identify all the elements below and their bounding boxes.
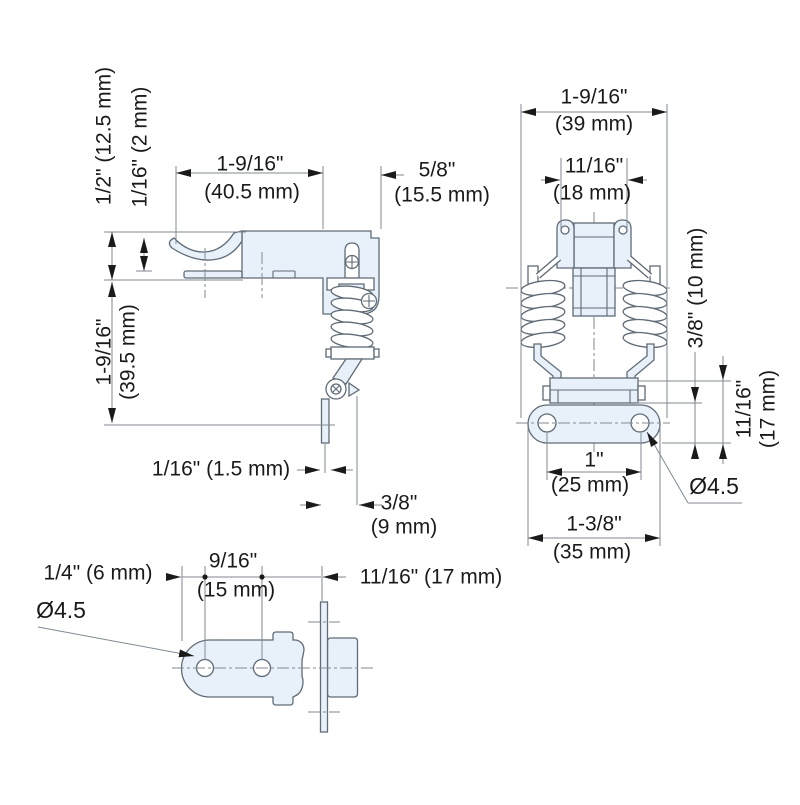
body-bottom-notch: [272, 270, 296, 278]
dim-label: 1-9/16": [561, 86, 628, 109]
dim-label: (9 mm): [371, 516, 438, 539]
dim-label: (40.5 mm): [204, 181, 300, 204]
side-view: 1-9/16" (40.5 mm) 5/8" (15.5 mm) 1/2" (1…: [93, 67, 490, 539]
dim-label: 11/16": [733, 380, 756, 438]
dim-label: 1-3/8": [566, 513, 621, 536]
dim-side-height-upper: 1/2" (12.5 mm): [93, 67, 246, 281]
lower-bracket-tab-left: [325, 348, 332, 358]
hole-diameter-label: Ø4.5: [689, 473, 739, 499]
dim-front-keeper-height: 3/8" (10 mm): [636, 228, 731, 459]
dim-side-top-width: 1-9/16" (40.5 mm): [175, 153, 382, 244]
lever-arm: [332, 358, 364, 385]
brace-right-inner: [627, 256, 652, 278]
dim-label: 1": [584, 449, 603, 472]
screw-cross-icon: [346, 256, 358, 268]
front-view: 1-9/16" (39 mm) 11/16" (18 mm) 3/8" (10 …: [506, 86, 780, 564]
dim-label: 5/8": [419, 159, 456, 182]
spring-anchor-left: [527, 265, 539, 285]
dim-label: (15 mm): [197, 579, 275, 602]
bottom-view: 1/4" (6 mm) 9/16" (15 mm) 11/16" (17 mm)…: [36, 550, 502, 733]
dim-dot: [202, 574, 208, 580]
base-plate: [527, 404, 661, 444]
dim-side-plate-thickness: 1/16" (2 mm): [129, 87, 152, 272]
dim-side-height-lower: 1-9/16" (39.5 mm): [93, 282, 335, 426]
lower-bracket-tab-right: [373, 348, 380, 358]
dim-label: (25 mm): [551, 474, 629, 497]
lever-tab: [348, 381, 361, 398]
dim-label: (39.5 mm): [117, 304, 140, 400]
dim-side-offset-right: 5/8" (15.5 mm): [381, 159, 490, 207]
dim-label: 9/16": [209, 550, 257, 573]
dim-dot: [259, 574, 265, 580]
front-view-latch-part: [506, 212, 670, 452]
front-spring-coil-right: [622, 279, 668, 349]
dim-bottom-hole-spacing: 9/16" (15 mm): [182, 550, 321, 660]
dim-label: 3/8": [381, 492, 418, 515]
bottom-view-base-part: [172, 601, 374, 733]
front-spring-coil-left: [520, 279, 566, 349]
wire-arm-right: [626, 343, 655, 382]
dim-front-width-keeper: 11/16" (18 mm): [541, 155, 647, 230]
dim-side-lever-offset: 3/8" (9 mm): [300, 492, 437, 539]
dim-label: 1/2" (12.5 mm): [93, 67, 116, 205]
keeper-roll-right: [637, 385, 646, 401]
keeper-details: [550, 389, 638, 403]
pivot-block: [572, 267, 616, 317]
spring-anchor-cross-icon: [363, 295, 375, 307]
dim-front-base-length: 1-3/8" (35 mm): [527, 427, 661, 564]
dim-label: 11/16": [565, 155, 623, 178]
catch-tail-plate: [183, 270, 243, 279]
dim-label: 11/16" (17 mm): [360, 566, 502, 589]
dim-label: 1/16" (2 mm): [129, 87, 152, 208]
dim-label: 1-9/16": [93, 319, 116, 386]
spring-anchor-right: [649, 265, 661, 285]
striker-strip: [320, 398, 330, 444]
flange-plate-edge: [319, 601, 329, 733]
pivot-cross-icon: [332, 385, 340, 393]
tab-roll-left-icon: [560, 225, 570, 235]
dim-label: 1/16" (1.5 mm): [152, 458, 290, 481]
dim-front-base-height: 11/16" (17 mm): [719, 356, 780, 464]
brace-left-inner: [536, 256, 561, 278]
dim-label: (15.5 mm): [394, 184, 490, 207]
bracket-plate: [573, 222, 615, 269]
dim-front-width-overall: 1-9/16" (39 mm): [520, 86, 668, 418]
dim-label: 1-9/16": [217, 153, 284, 176]
dim-label: (18 mm): [553, 182, 631, 205]
dim-side-strip-gap: 1/16" (1.5 mm): [152, 444, 353, 481]
dim-bottom-depth: 11/16" (17 mm): [321, 566, 502, 601]
flange-centerline-ticks: [308, 621, 340, 713]
spring-lower-bracket: [330, 346, 375, 360]
hole-diameter-label: Ø4.5: [36, 597, 86, 623]
dim-label: (17 mm): [757, 370, 780, 448]
dim-label: 3/8" (10 mm): [685, 228, 708, 349]
callout-front-hole-diameter: Ø4.5: [646, 431, 742, 504]
catch-hook: [168, 230, 243, 261]
hook-centerlines: [204, 248, 263, 298]
side-view-latch-part: [168, 230, 380, 505]
dim-label: (39 mm): [555, 113, 633, 136]
callout-bottom-hole-diameter: Ø4.5: [36, 597, 195, 658]
dim-label: (35 mm): [553, 541, 631, 564]
dim-bottom-edge-to-hole: 1/4" (6 mm): [44, 562, 183, 641]
wire-arm-left: [533, 343, 562, 382]
dim-front-hole-spacing: 1" (25 mm): [546, 433, 642, 497]
dim-label: 1/4" (6 mm): [44, 562, 153, 585]
tab-roll-right-icon: [618, 225, 628, 235]
pivot-block-details: [573, 268, 615, 316]
keeper-roll-left: [542, 385, 551, 401]
